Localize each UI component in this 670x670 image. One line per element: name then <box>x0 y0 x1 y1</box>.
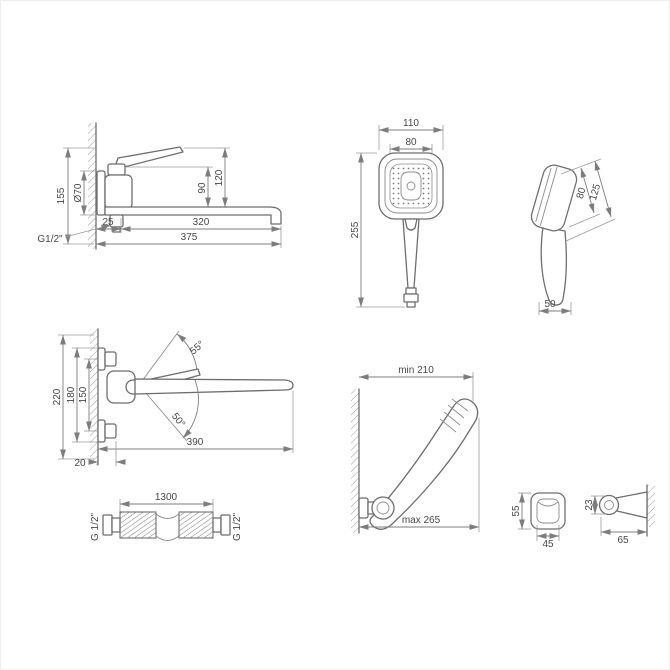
dim-label-65: 65 <box>617 535 629 546</box>
head-rib <box>443 411 461 426</box>
wall-hatching <box>351 389 359 533</box>
head-outline <box>530 164 578 232</box>
holder-cup-curve <box>537 501 559 507</box>
hose-coil-right <box>178 511 214 539</box>
dim-label-min210: min 210 <box>398 365 434 376</box>
dim-label-80: 80 <box>405 137 417 148</box>
escutcheon <box>96 170 106 216</box>
handle-swing-line <box>138 384 188 442</box>
wall-hatching <box>647 485 655 527</box>
face-line <box>535 167 552 223</box>
wall-hatching <box>90 329 98 465</box>
dim-label-max265: max 265 <box>402 515 441 526</box>
long-spout <box>104 206 282 225</box>
top-eccentric <box>104 351 117 367</box>
hose-ferrule-right <box>212 517 222 533</box>
dim-label-55: 55 <box>511 505 522 517</box>
connector-stub <box>406 301 416 308</box>
wall-hatching <box>88 123 96 249</box>
dim-label-155: 155 <box>56 187 67 204</box>
view-handshower-front: 110 80 255 <box>350 118 444 308</box>
hose-curve-top <box>155 513 180 519</box>
handle-profile <box>540 226 567 306</box>
dim-label-55deg: 55° <box>188 339 207 357</box>
outlet-stub <box>112 226 121 233</box>
dim-label-20: 20 <box>74 458 86 469</box>
face-line <box>539 167 558 226</box>
angle-arc-down <box>182 379 199 439</box>
holder-ring <box>371 496 395 520</box>
dim-label-50: 50 <box>544 299 556 310</box>
bracket-ring-inner <box>604 500 614 510</box>
view-hose: 1300 G 1/2" G 1/2" <box>90 492 243 541</box>
faucet-body <box>104 174 133 210</box>
view-wall-mixer: 55° 50° 220 180 150 390 20 <box>52 328 294 469</box>
bottom-eccentric <box>104 423 117 439</box>
dim-label-80: 80 <box>575 186 589 200</box>
handle-swing-line <box>138 330 180 386</box>
view-wall-faucet: 155 Ø70 90 120 25 320 375 G1/2" <box>37 122 282 250</box>
dim-label-180: 180 <box>66 386 77 403</box>
dim-label-390: 390 <box>187 437 204 448</box>
head-rib <box>451 398 469 412</box>
dim-label-90: 90 <box>197 182 208 194</box>
holder-base <box>358 497 369 519</box>
bottom-escutcheon <box>97 419 106 443</box>
dim-label-23: 23 <box>584 499 595 511</box>
holder-cup-inner <box>536 498 560 524</box>
hose-nut-left <box>102 514 113 536</box>
dim-label-150: 150 <box>78 386 89 403</box>
hose-coil-left <box>119 511 157 539</box>
leader-line <box>64 224 112 238</box>
dim-label-25: 25 <box>102 217 114 228</box>
hose-ferrule-left <box>111 517 121 533</box>
center-panel <box>400 171 422 201</box>
top-escutcheon <box>97 347 106 371</box>
view-handshower-side: 80 125 50 <box>530 158 616 315</box>
head-profile <box>530 164 578 232</box>
holder-cup-outline <box>530 492 566 530</box>
dim-label-thread-right: G 1/2" <box>232 513 243 541</box>
holder-ring-inner <box>376 501 390 515</box>
dim-label-375: 375 <box>181 232 198 243</box>
head-rim <box>384 158 438 214</box>
ext-line <box>565 218 616 242</box>
mixer-spout <box>134 378 294 395</box>
dim-label-320: 320 <box>193 217 210 228</box>
bracket-ring <box>598 494 620 516</box>
view-holder-assembly: min 210 max 265 <box>351 365 480 534</box>
dim-label-110: 110 <box>403 118 419 129</box>
dim-label-thread: G1/2" <box>37 234 63 245</box>
dim-line <box>580 167 595 214</box>
hose-curve-bottom <box>155 535 180 541</box>
dim-label-220: 220 <box>52 388 63 405</box>
dim-label-125: 125 <box>588 182 603 201</box>
ext-line <box>568 213 601 228</box>
center-jet <box>406 181 416 191</box>
dim-label-d70: Ø70 <box>73 183 84 202</box>
dim-label-thread-left: G 1/2" <box>90 513 101 541</box>
dim-label-1300: 1300 <box>155 492 178 503</box>
ext-line <box>560 158 602 175</box>
view-holder-front: 55 45 <box>511 492 566 550</box>
cartridge-cap <box>107 163 126 176</box>
view-holder-side: 23 65 <box>584 484 655 546</box>
hose-connector <box>405 287 417 295</box>
dim-line <box>594 160 612 218</box>
connector-nut <box>403 293 419 303</box>
angle-arc-up <box>176 333 198 371</box>
dim-label-120: 120 <box>214 169 225 186</box>
hose-nut-right <box>220 514 231 536</box>
dim-label-255: 255 <box>350 221 361 238</box>
dim-label-50deg: 50° <box>169 411 187 430</box>
dim-label-45: 45 <box>542 539 554 550</box>
head-rib <box>439 418 457 433</box>
mode-button <box>404 218 418 231</box>
head-rib <box>447 404 465 419</box>
